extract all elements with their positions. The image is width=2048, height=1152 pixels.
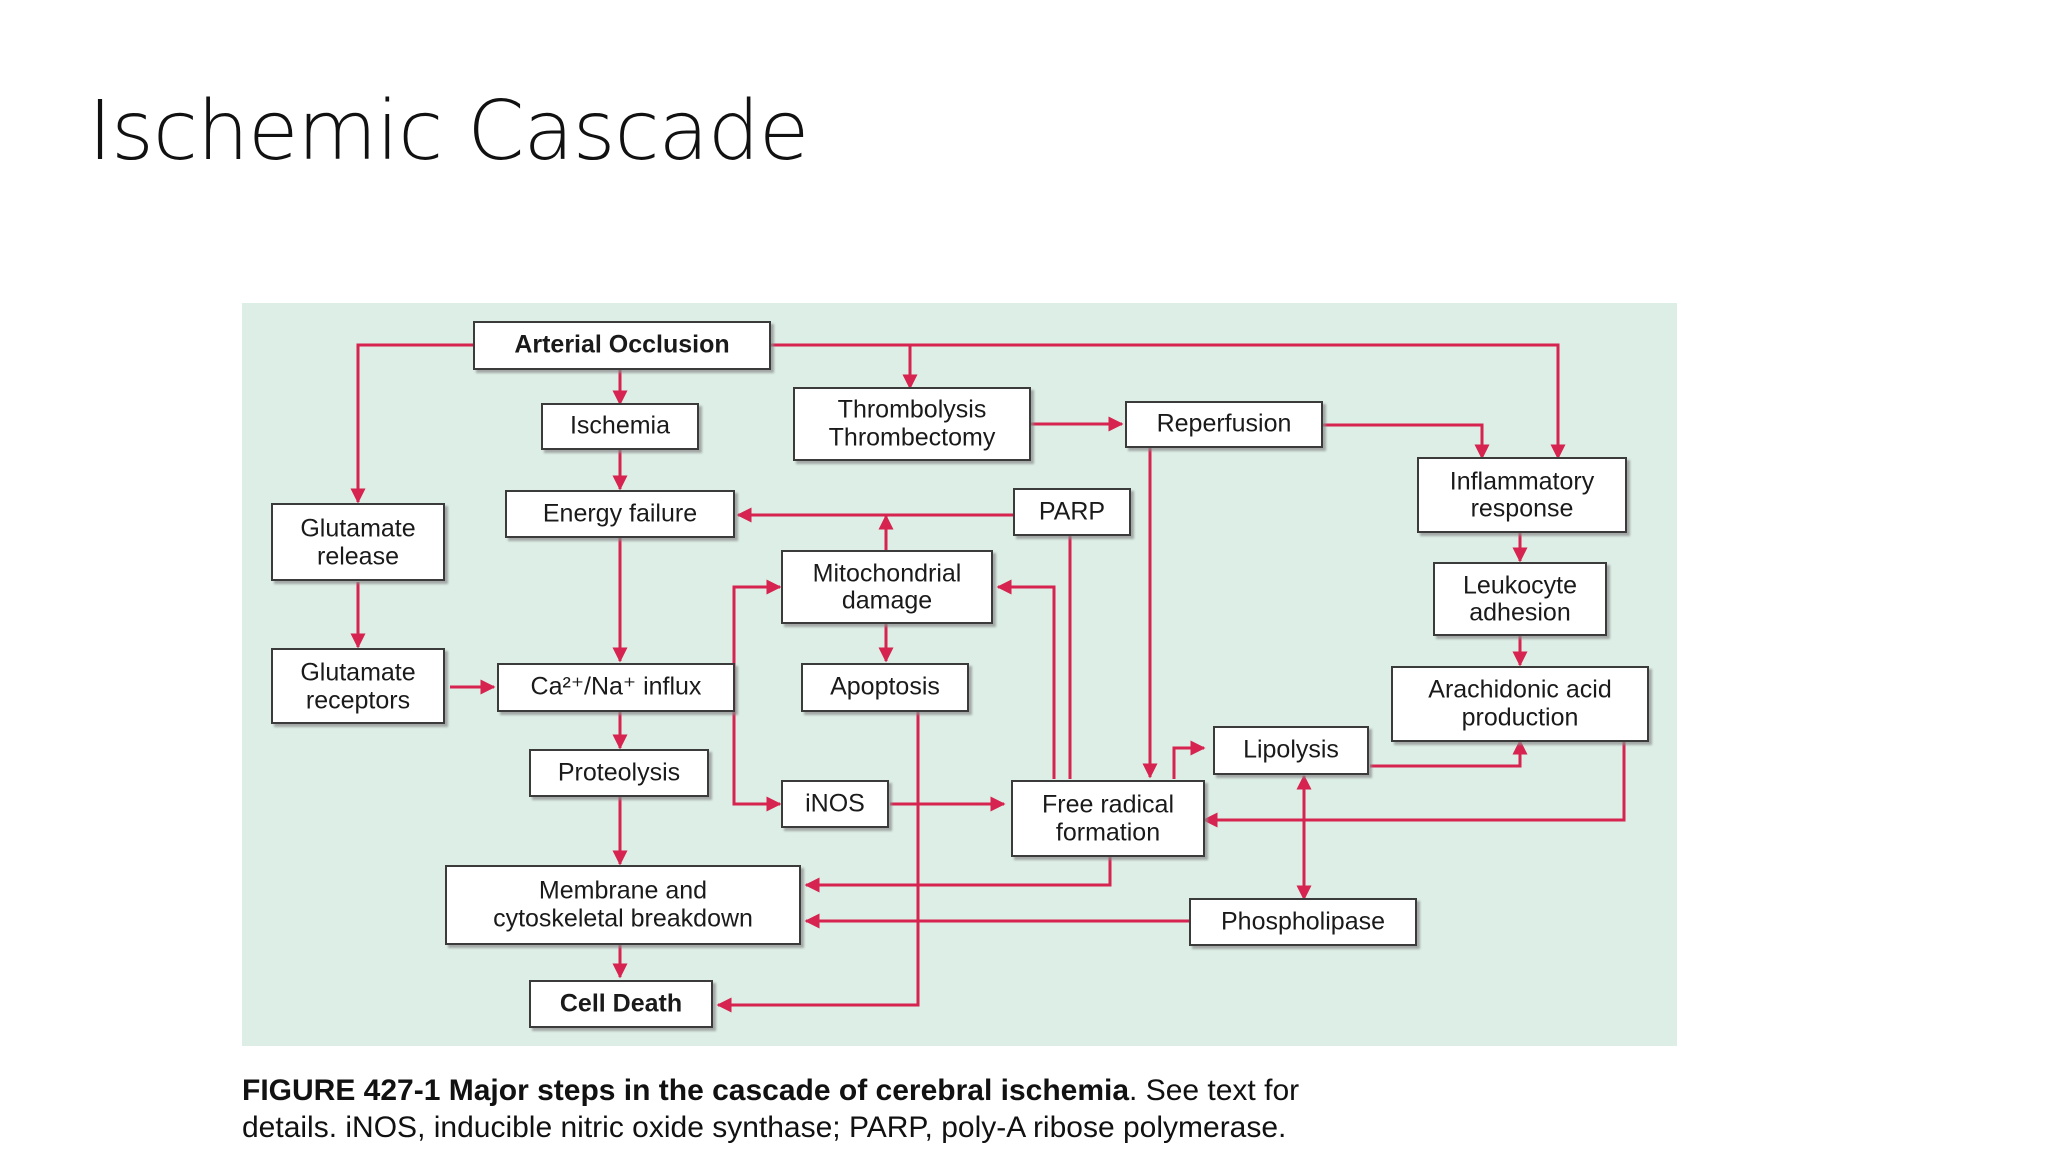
edge-free-radical-to-membrane	[804, 856, 1112, 893]
ischemic-cascade-diagram: Arterial Occlusion Ischemia Thrombolysis…	[271, 321, 1649, 1028]
node-phospholipase-label: Phospholipase	[1221, 908, 1385, 936]
node-free-radical-label-1: Free radical	[1042, 791, 1174, 819]
node-glutamate-receptors: Glutamate receptors	[271, 648, 445, 724]
node-glutamate-receptors-label-1: Glutamate	[300, 659, 415, 687]
node-inflammatory-response: Inflammatory response	[1417, 457, 1627, 533]
node-apoptosis-label: Apoptosis	[830, 673, 940, 701]
node-thrombolysis-thrombectomy: Thrombolysis Thrombectomy	[793, 387, 1031, 461]
figure-caption: FIGURE 427-1 Major steps in the cascade …	[242, 1072, 1722, 1146]
node-inflammatory-label-1: Inflammatory	[1450, 468, 1595, 496]
node-mitochondrial-damage: Mitochondrial damage	[781, 550, 993, 624]
node-membrane-label-1: Membrane and	[539, 877, 707, 905]
edge-free-radical-to-mitochondrial	[996, 579, 1056, 779]
node-arachidonic-label-2: production	[1462, 704, 1579, 732]
node-parp-label: PARP	[1039, 498, 1105, 526]
node-thrombolysis-label: Thrombolysis	[838, 396, 987, 424]
node-leukocyte-adhesion: Leukocyte adhesion	[1433, 562, 1607, 636]
node-parp: PARP	[1013, 488, 1131, 536]
node-reperfusion-label: Reperfusion	[1157, 410, 1292, 438]
node-arterial-occlusion-label: Arterial Occlusion	[514, 331, 729, 359]
node-glutamate-release-label-1: Glutamate	[300, 515, 415, 543]
caption-line-1: FIGURE 427-1 Major steps in the cascade …	[242, 1072, 1722, 1109]
node-thrombectomy-label: Thrombectomy	[829, 424, 996, 452]
node-cell-death-label: Cell Death	[560, 990, 682, 1018]
node-mitochondrial-label-1: Mitochondrial	[813, 560, 962, 588]
node-proteolysis-label: Proteolysis	[558, 759, 680, 787]
node-leukocyte-label-2: adhesion	[1469, 599, 1570, 627]
node-membrane-cytoskeletal-breakdown: Membrane and cytoskeletal breakdown	[445, 865, 801, 945]
node-reperfusion: Reperfusion	[1125, 401, 1323, 448]
node-apoptosis: Apoptosis	[801, 663, 969, 712]
edge-influx-to-inos	[732, 687, 782, 812]
caption-bold-title: FIGURE 427-1 Major steps in the cascade …	[242, 1074, 1130, 1107]
node-ischemia-label: Ischemia	[570, 412, 670, 440]
edge-apoptosis-to-cell-death	[716, 711, 920, 1013]
node-inos: iNOS	[781, 780, 889, 828]
node-membrane-label-2: cytoskeletal breakdown	[493, 905, 753, 933]
edge-occlusion-to-glutamate-release	[350, 343, 474, 504]
node-phospholipase: Phospholipase	[1189, 898, 1417, 946]
node-proteolysis: Proteolysis	[529, 749, 709, 797]
node-cell-death: Cell Death	[529, 980, 713, 1028]
edge-occlusion-to-thrombolysis	[770, 343, 918, 390]
edge-reperfusion-to-inflammatory	[1322, 423, 1490, 460]
node-arachidonic-label-1: Arachidonic acid	[1428, 676, 1611, 704]
caption-line-2: details. iNOS, inducible nitric oxide sy…	[242, 1111, 1287, 1144]
edge-lipolysis-to-arachidonic	[1370, 739, 1528, 768]
node-energy-failure-label: Energy failure	[543, 500, 697, 528]
node-inflammatory-label-2: response	[1471, 495, 1574, 523]
edge-arachidonic-to-free-radical	[1202, 741, 1626, 828]
node-glutamate-release-label-2: release	[317, 543, 399, 571]
node-glutamate-receptors-label-2: receptors	[306, 687, 410, 715]
edge-influx-to-mitochondrial	[732, 579, 782, 687]
node-ca-na-influx: Ca²⁺/Na⁺ influx	[497, 663, 735, 712]
caption-line-1-rest: . See text for	[1129, 1074, 1300, 1107]
node-mitochondrial-label-2: damage	[842, 587, 932, 615]
node-free-radical-formation: Free radical formation	[1011, 780, 1205, 857]
figure-panel: Arterial Occlusion Ischemia Thrombolysis…	[242, 303, 1677, 1046]
edge-occlusion-to-inflammatory	[910, 343, 1566, 460]
node-ca-na-influx-label: Ca²⁺/Na⁺ influx	[531, 673, 702, 701]
node-glutamate-release: Glutamate release	[271, 503, 445, 581]
node-lipolysis: Lipolysis	[1213, 726, 1369, 775]
node-free-radical-label-2: formation	[1056, 819, 1160, 847]
diagram-edges	[350, 343, 1626, 1013]
edge-free-radical-to-lipolysis	[1172, 740, 1206, 779]
node-lipolysis-label: Lipolysis	[1243, 736, 1339, 764]
node-arachidonic-acid-production: Arachidonic acid production	[1391, 666, 1649, 742]
node-ischemia: Ischemia	[541, 403, 699, 450]
node-inos-label: iNOS	[805, 790, 865, 818]
slide-title: Ischemic Cascade	[88, 84, 809, 179]
node-leukocyte-label-1: Leukocyte	[1463, 572, 1577, 600]
node-energy-failure: Energy failure	[505, 490, 735, 538]
node-arterial-occlusion: Arterial Occlusion	[473, 321, 771, 370]
